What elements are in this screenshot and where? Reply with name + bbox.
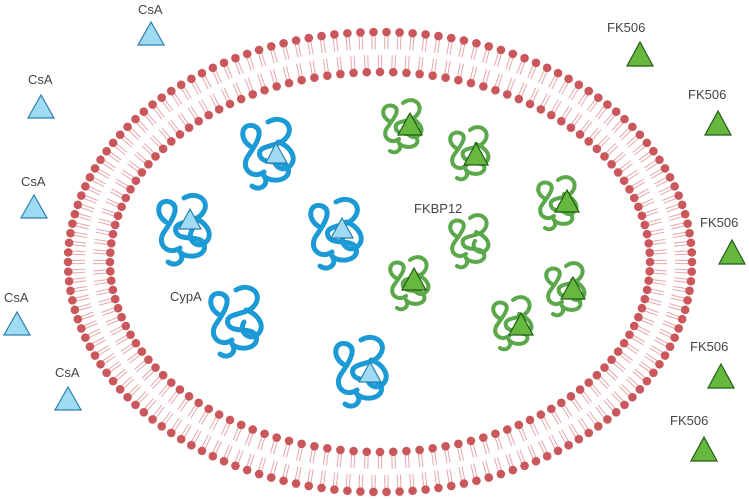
fk506-label: FK506 — [670, 413, 708, 428]
cypa-label: CypA — [170, 289, 202, 304]
csa-triangle-icon — [26, 93, 56, 119]
csa-triangle-icon — [177, 207, 203, 230]
fk506-triangle-icon — [507, 311, 535, 336]
fk506-triangle-icon — [717, 238, 747, 265]
fkbp12-protein-icon — [448, 125, 491, 182]
fk506-triangle-icon — [400, 266, 428, 291]
cypa-protein-icon — [159, 195, 209, 264]
fk506-label: FK506 — [688, 87, 726, 102]
fkbp12-proteins — [381, 98, 587, 352]
fkbp12-label: FKBP12 — [414, 201, 462, 216]
fk506-triangle-icon — [559, 275, 587, 300]
fk506-label: FK506 — [700, 215, 738, 230]
csa-label: CsA — [55, 365, 80, 380]
fk506-label: FK506 — [690, 339, 728, 354]
fk506-triangle-icon — [553, 188, 581, 213]
csa-triangle-icon — [19, 193, 49, 219]
cypa-protein-icon — [336, 337, 386, 406]
csa-label: CsA — [21, 174, 46, 189]
fkbp12-protein-icon — [448, 213, 491, 270]
fk506-triangle-icon — [706, 362, 736, 389]
cell-membrane — [63, 27, 697, 497]
csa-triangle-icon — [53, 385, 83, 411]
labels: CsA CsA CsA CsA CsA FK506 FK506 FK506 FK… — [4, 2, 738, 428]
csa-label: CsA — [138, 2, 163, 17]
fk506-triangle-icon — [396, 111, 424, 136]
free-csa — [2, 20, 166, 411]
bound-csa — [177, 141, 383, 383]
fk506-label: FK506 — [607, 20, 645, 35]
bound-fk506 — [396, 111, 587, 336]
cypa-protein-icon — [211, 287, 261, 356]
fk506-triangle-icon — [689, 435, 719, 462]
fk506-triangle-icon — [703, 109, 733, 136]
csa-triangle-icon — [2, 310, 32, 336]
cypa-protein-icon — [243, 119, 293, 188]
csa-triangle-icon — [136, 20, 166, 46]
csa-triangle-icon — [329, 216, 355, 239]
free-fk506 — [625, 40, 747, 462]
csa-triangle-icon — [265, 141, 289, 164]
csa-label: CsA — [28, 72, 53, 87]
fk506-triangle-icon — [625, 40, 655, 67]
csa-label: CsA — [4, 290, 29, 305]
fk506-triangle-icon — [462, 141, 490, 166]
csa-triangle-icon — [357, 360, 383, 383]
